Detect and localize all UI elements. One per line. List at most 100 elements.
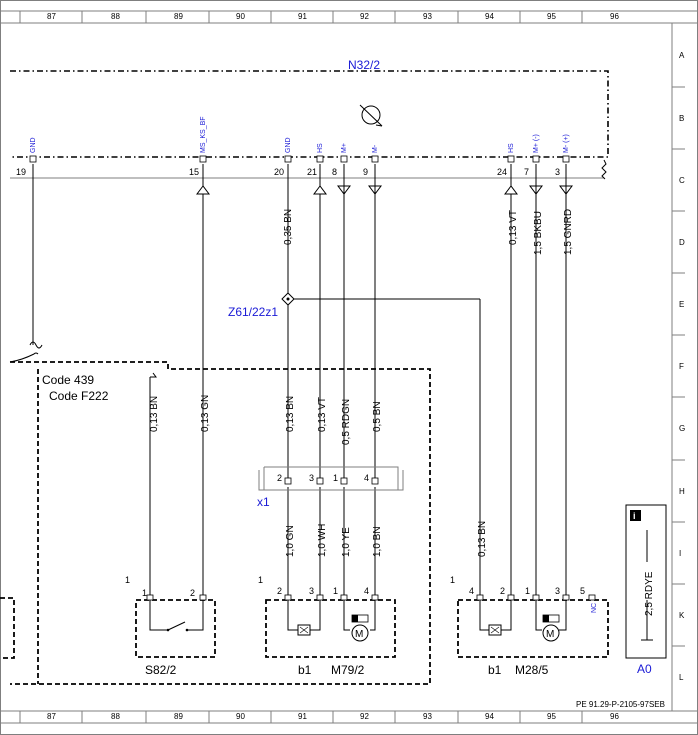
grid-column-label: 96 xyxy=(610,712,619,721)
motor1-sensor: b1 xyxy=(298,663,312,677)
sensor-symbol xyxy=(359,104,383,127)
module-pin-number: 8 xyxy=(332,167,337,177)
module-pin xyxy=(29,155,37,163)
module-pin-number: 15 xyxy=(189,167,199,177)
module-pin-name: M- (+) xyxy=(563,134,570,153)
wire-label: 0,35 BN xyxy=(283,209,294,245)
module-pin-number: 24 xyxy=(497,167,507,177)
switch-s82-2: 1 1 2 S82/2 xyxy=(125,575,216,677)
grid-column-label: 87 xyxy=(47,12,56,21)
grid-column-label: 94 xyxy=(485,12,494,21)
x1-pin: 1 xyxy=(333,473,338,483)
wire-label: 0,13 BN xyxy=(285,396,296,432)
connector-name: x1 xyxy=(257,495,270,509)
module-pin xyxy=(507,155,515,163)
grid-column-label: 91 xyxy=(298,12,307,21)
grid-column-label: 88 xyxy=(111,12,120,21)
motor2-pin: 3 xyxy=(555,586,560,596)
motor2-pin: 4 xyxy=(469,586,474,596)
module-pin-name: GND xyxy=(30,137,37,153)
switch-ref: 1 xyxy=(125,575,130,585)
module-pin-number: 21 xyxy=(307,167,317,177)
code-group-box: Code 439 Code F222 xyxy=(0,352,431,685)
grid-column-label: 96 xyxy=(610,12,619,21)
wire-label: 0,13 GN xyxy=(200,395,211,432)
module-pin-name: M- xyxy=(372,144,379,153)
grid-column-label: 95 xyxy=(547,712,556,721)
grid-column-label: 93 xyxy=(423,12,432,21)
wire-label: 1,0 WH xyxy=(317,524,328,557)
splice-point: Z61/22z1 xyxy=(228,292,295,319)
grid-column-label: 91 xyxy=(298,712,307,721)
grid-row-label: G xyxy=(679,424,685,433)
code-label-2: Code F222 xyxy=(49,389,109,403)
motor1-pin: 3 xyxy=(309,586,314,596)
module-pin-number: 9 xyxy=(363,167,368,177)
splice-label: Z61/22z1 xyxy=(228,305,278,319)
module-pin-name: M+ (-) xyxy=(533,134,540,153)
wire-label: 1,0 YE xyxy=(341,527,352,557)
motor2-sensor: b1 xyxy=(488,663,502,677)
module-pin xyxy=(284,155,292,163)
connector-arrows xyxy=(196,185,573,195)
grid-row-label: F xyxy=(679,362,684,371)
motor1-pin: 4 xyxy=(364,586,369,596)
module-name: N32/2 xyxy=(348,58,380,72)
motor2-symbol: M xyxy=(546,629,554,640)
ground-point-a0: i 2,5 RDYE A0 xyxy=(625,504,667,676)
grid-row-label: B xyxy=(679,114,684,123)
module-pin-number: 19 xyxy=(16,167,26,177)
module-pin-number: 20 xyxy=(274,167,284,177)
grid-row-label: L xyxy=(679,673,684,682)
wire-label: 1,0 BN xyxy=(372,526,383,557)
module-pin-name: M+ xyxy=(341,143,348,153)
motor2-name: M28/5 xyxy=(515,663,549,677)
grid-column-label: 92 xyxy=(360,712,369,721)
module-pin-name: MS_KS_BF xyxy=(200,116,207,153)
motor1-pin: 1 xyxy=(333,586,338,596)
wire-label: 1,5 GNRD xyxy=(563,209,574,255)
motor-m79-2: 1 2 3 1 4 M b1 M79/2 xyxy=(258,575,396,677)
grid-row-label: A xyxy=(679,51,685,60)
grid-column-label: 93 xyxy=(423,712,432,721)
motor-m28-5: 1 4 2 1 3 5 M NC b1 M28/5 xyxy=(450,575,609,677)
svg-text:i: i xyxy=(633,511,636,521)
grid-column-label: 92 xyxy=(360,12,369,21)
module-pin xyxy=(340,155,348,163)
grid-row-label: K xyxy=(679,611,685,620)
grid-row-label: D xyxy=(679,238,685,247)
motor2-ref: 1 xyxy=(450,575,455,585)
grid-column-label: 88 xyxy=(111,712,120,721)
x1-pin: 3 xyxy=(309,473,314,483)
module-pin-name: HS xyxy=(508,143,515,153)
grid-column-label: 87 xyxy=(47,712,56,721)
module-pin xyxy=(316,155,324,163)
x1-pin: 2 xyxy=(277,473,282,483)
grid-row-label: I xyxy=(679,549,681,558)
motor2-pin: 5 xyxy=(580,586,585,596)
x1-pin: 4 xyxy=(364,473,369,483)
module-pin xyxy=(562,155,570,163)
switch-pin: 1 xyxy=(142,588,147,598)
wire-label: 0,13 BN xyxy=(477,521,488,557)
module-n32-2: N32/2 xyxy=(10,58,609,180)
ground-point-name: A0 xyxy=(637,662,652,676)
motor2-pin: 1 xyxy=(525,586,530,596)
ground-wire-label: 2,5 RDYE xyxy=(644,571,655,616)
grid-column-label: 94 xyxy=(485,712,494,721)
wire-label: 0,5 RDGN xyxy=(341,399,352,445)
wire-label: 1,0 GN xyxy=(285,525,296,557)
module-pin xyxy=(532,155,540,163)
module-pin-name: HS xyxy=(317,143,324,153)
switch-name: S82/2 xyxy=(145,663,177,677)
nc-label: NC xyxy=(591,603,598,613)
connector-x1: x1 2 3 1 4 xyxy=(257,466,404,509)
motor1-ref: 1 xyxy=(258,575,263,585)
motor1-pin: 2 xyxy=(277,586,282,596)
grid-row-label: H xyxy=(679,487,685,496)
grid-column-label: 90 xyxy=(236,712,245,721)
wire-label: 0,13 VT xyxy=(508,210,519,245)
module-pin-name: GND xyxy=(285,137,292,153)
